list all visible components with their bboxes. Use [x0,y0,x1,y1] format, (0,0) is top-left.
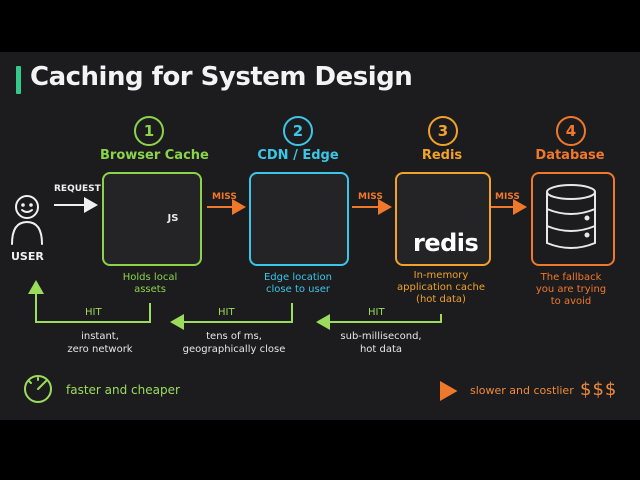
step-4-title: Database [535,148,605,163]
step-4-caption-line: you are trying [535,284,607,295]
step-4-caption-line: to avoid [550,296,592,307]
hit-path-3 [316,314,442,330]
title-accent-bar [16,66,21,94]
redis-logo-text: redis [413,229,479,257]
step-2-caption-line: Edge location [263,272,333,283]
step-2-caption-line: close to user [266,284,330,295]
step-2-title: CDN / Edge [257,148,339,163]
miss-label-3: MISS [495,192,520,202]
legend-dollars: $$$ [580,379,618,400]
step-1-caption-line: assets [134,284,166,295]
hit-label-3: HIT [368,307,385,318]
step-3-caption-line: In-memory [413,270,469,281]
page-title: Caching for System Design [30,62,413,92]
step-4-number: 4 [556,116,586,146]
step-3-caption-line: (hot data) [416,294,466,305]
hit-desc-1: instant, zero network [52,330,148,356]
browser-cache-box [102,172,202,266]
hit-desc-line: instant, [81,331,119,342]
step-2-caption: Edge location close to user [246,272,350,296]
miss-label-1: MISS [212,192,237,202]
hit-label-1: HIT [85,307,102,318]
hit-desc-2: tens of ms, geographically close [172,330,296,356]
database-box [531,172,615,266]
cdn-edge-box [249,172,349,266]
miss-label-2: MISS [358,192,383,202]
hit-paths [28,280,442,330]
hit-desc-line: hot data [359,344,403,355]
hit-desc-line: zero network [67,344,133,355]
step-1-title: Browser Cache [100,148,209,163]
step-3-caption-line: application cache [397,282,485,293]
hit-desc-line: sub-millisecond, [340,331,422,342]
user-label: USER [11,250,44,263]
speedometer-icon [24,375,52,403]
step-4-caption: The fallback you are trying to avoid [518,272,624,308]
step-1-caption-line: Holds local [122,272,178,283]
js-badge: JS [167,213,179,224]
step-2-number: 2 [283,116,313,146]
step-4-caption-line: The fallback [540,272,602,283]
legend-slower-costlier: slower and costlier [470,384,574,397]
step-3-caption: In-memory application cache (hot data) [388,270,494,306]
hit-desc-3: sub-millisecond, hot data [326,330,436,356]
step-1-caption: Holds local assets [100,272,200,296]
hit-path-2 [170,303,293,330]
user-icon [11,195,43,245]
redis-box [395,172,491,266]
hit-path-1 [28,280,151,323]
step-3-title: Redis [421,148,463,163]
step-1-number: 1 [134,116,164,146]
request-label: REQUEST [54,184,101,194]
hit-label-2: HIT [218,307,235,318]
legend-faster-cheaper: faster and cheaper [66,383,180,397]
database-icon [546,184,596,249]
hit-desc-line: geographically close [182,344,286,355]
step-3-number: 3 [428,116,458,146]
hit-desc-line: tens of ms, [206,331,262,342]
